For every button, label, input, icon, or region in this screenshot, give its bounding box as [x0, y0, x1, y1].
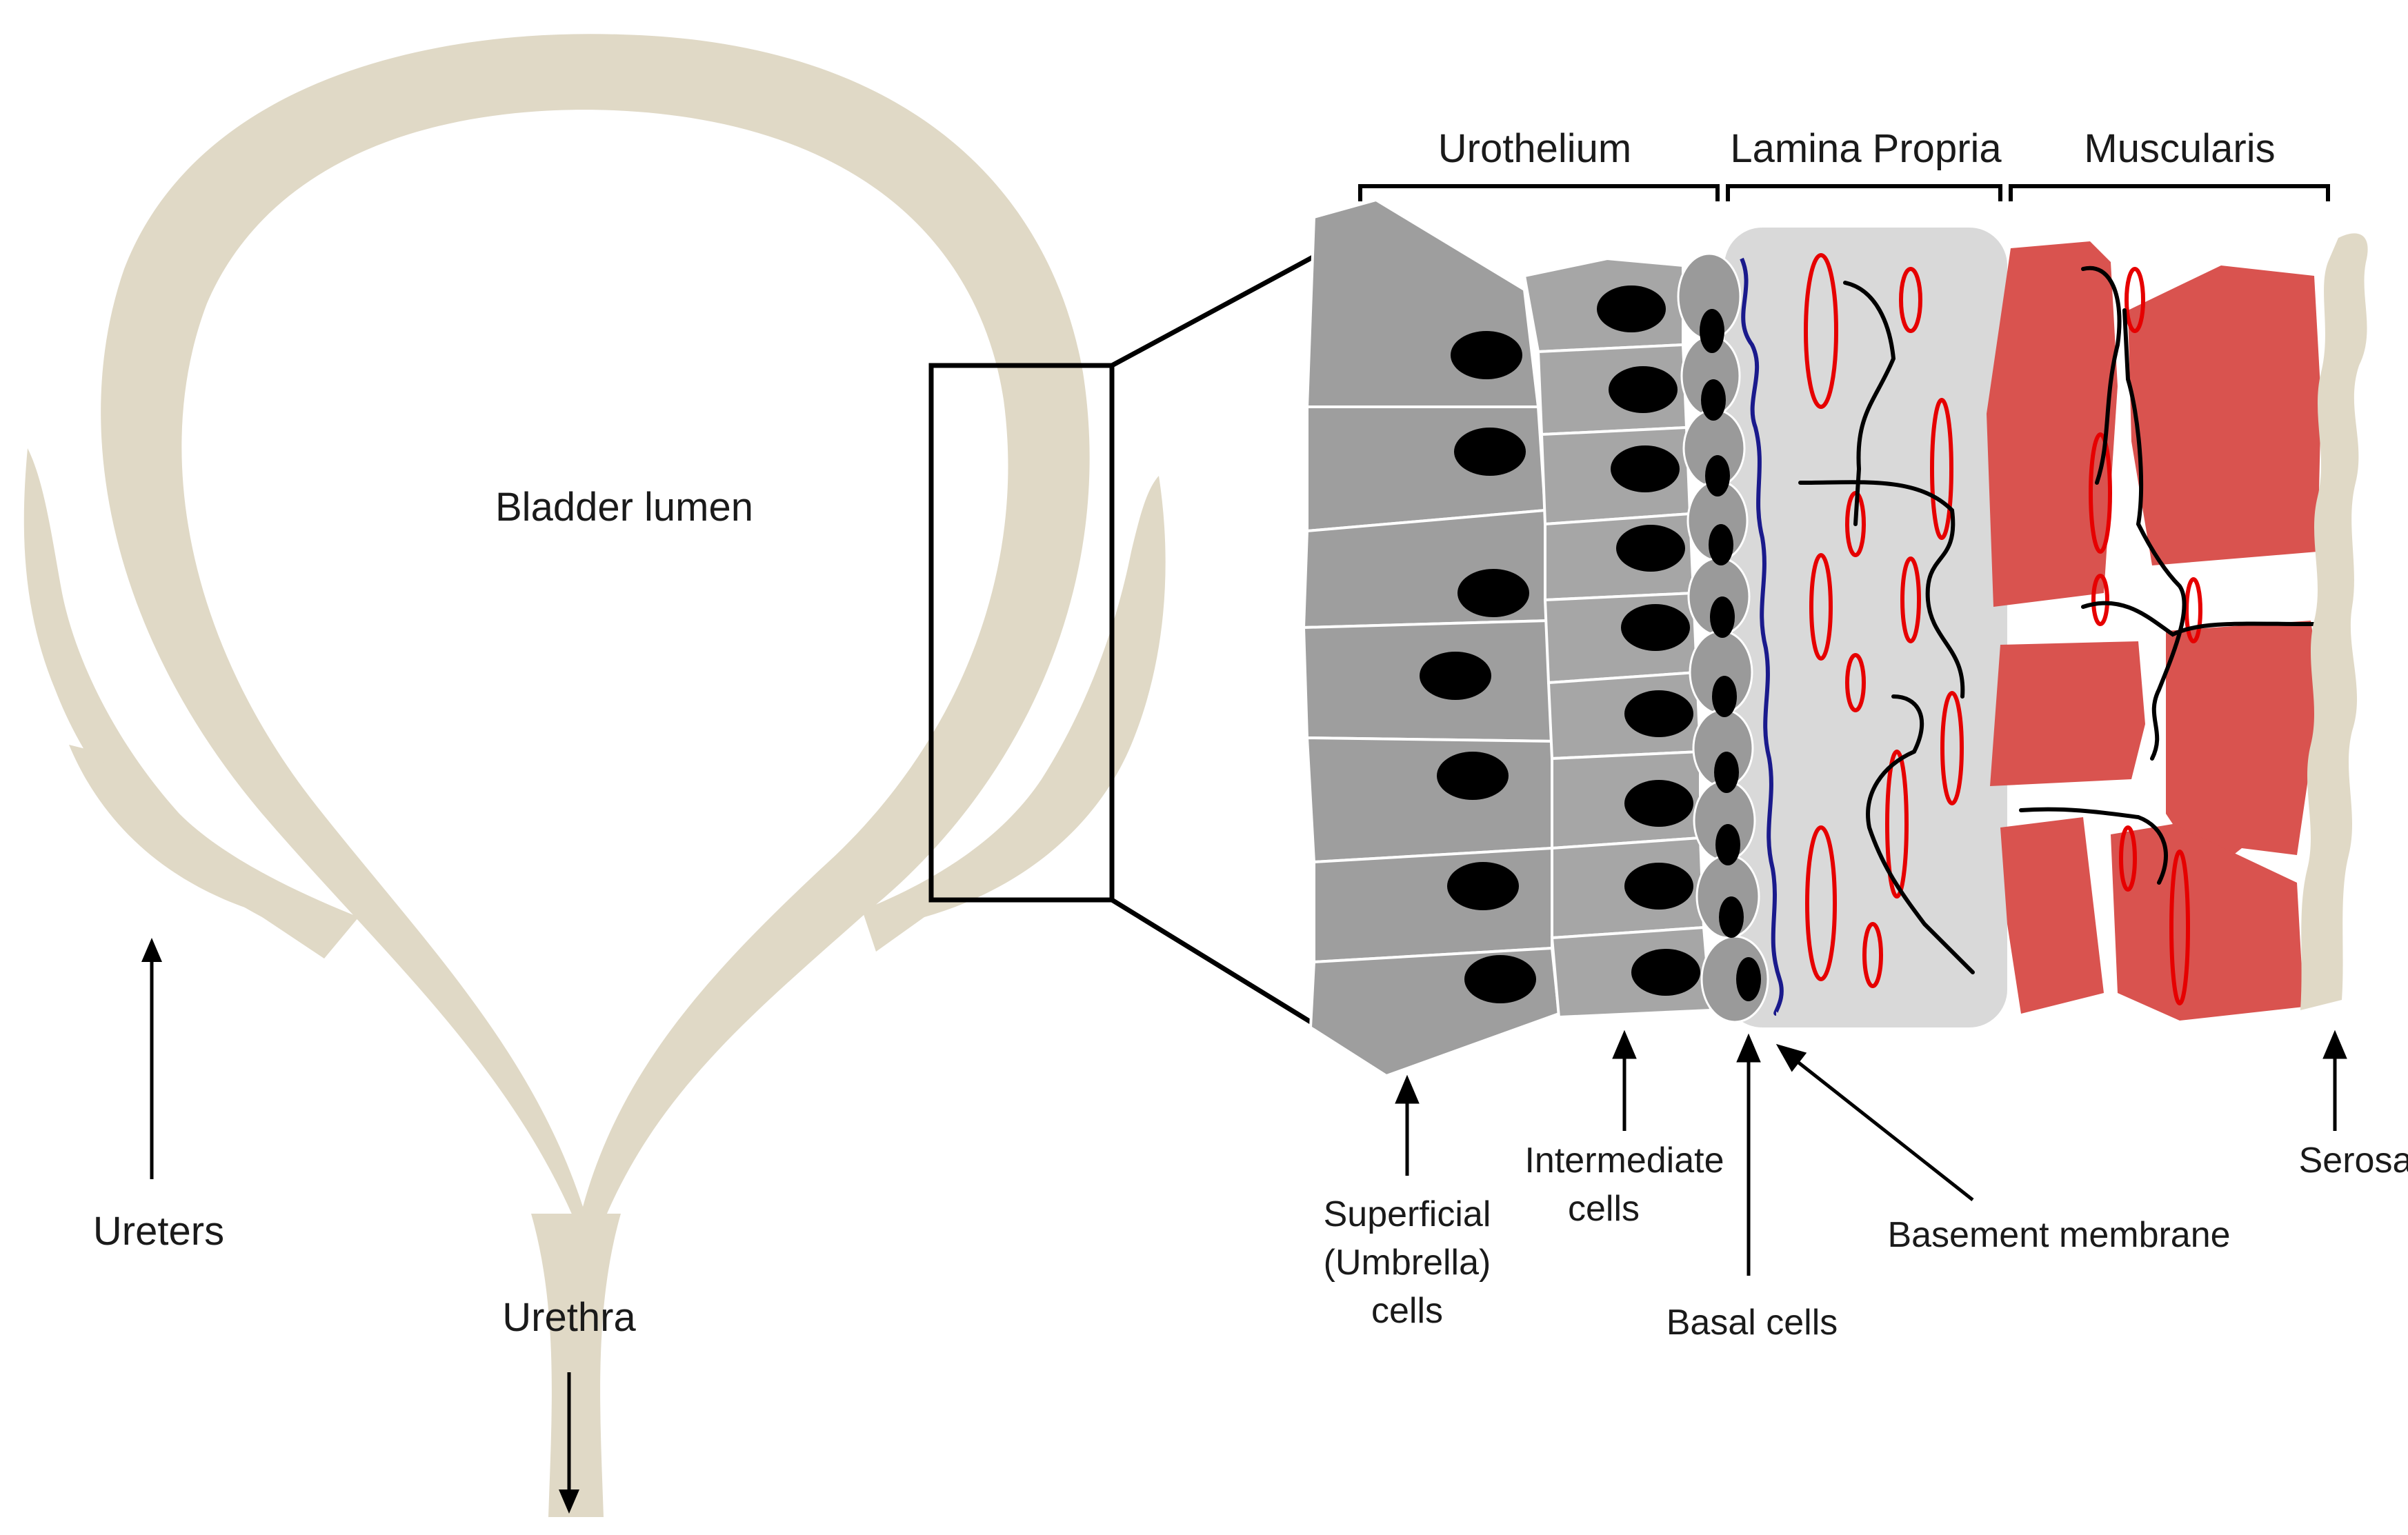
- superficial-cells-label-line2: (Umbrella): [1324, 1243, 1491, 1283]
- cell-nuclei: [1420, 285, 1761, 1003]
- zoom-box: [928, 363, 1115, 903]
- zoom-line-top: [1111, 254, 1315, 368]
- lamina-propria-label: Lamina Propria: [1730, 126, 2002, 171]
- urethra-label: Urethra: [502, 1295, 636, 1340]
- zoom-line-bottom: [1111, 898, 1315, 1026]
- urethra-arrow: [559, 1372, 579, 1514]
- intermediate-cells-label-line2: cells: [1568, 1189, 1640, 1229]
- ureters-label: Ureters: [93, 1209, 224, 1254]
- serosa-label: Serosa: [2299, 1141, 2408, 1181]
- urothelium-label: Urothelium: [1438, 126, 1631, 171]
- basement-membrane-label: Basement membrane: [1887, 1215, 2230, 1255]
- superficial-cells-label-line3: cells: [1371, 1291, 1443, 1331]
- bladder-lumen-label: Bladder lumen: [495, 485, 753, 530]
- wall-cross-section: Urothelium Lamina Propria Muscularis: [1302, 126, 2408, 1343]
- ureters-arrow: [141, 938, 162, 1179]
- ureter-right: [862, 476, 1166, 952]
- urethra-tube: [531, 1214, 621, 1517]
- lamina-propria-bracket: [1726, 184, 2002, 201]
- urothelium-bracket: [1358, 184, 1720, 201]
- superficial-cells-label-line1: Superficial: [1324, 1194, 1491, 1234]
- basement-membrane: [1740, 257, 1784, 1016]
- lamina-propria-region: [1724, 228, 2007, 1027]
- bladder-lumen-area: [181, 110, 1008, 1207]
- superficial-cells: [1302, 198, 1561, 1078]
- intermediate-cells-label-line1: Intermediate: [1524, 1141, 1724, 1181]
- blood-vessels: [1804, 253, 1964, 988]
- ureter-left-inner: [69, 745, 290, 917]
- bladder: Bladder lumen Ureters Urethra: [23, 34, 1315, 1517]
- muscularis-vessels: [2089, 267, 2202, 1005]
- muscularis-bracket: [2009, 184, 2330, 201]
- muscle-bundles: [1987, 241, 2321, 1021]
- basal-cells-label: Basal cells: [1666, 1303, 1838, 1343]
- serosa-layer: [2300, 233, 2368, 1010]
- muscularis-label: Muscularis: [2084, 126, 2275, 171]
- nerve-fibers: [1798, 265, 2316, 974]
- annotation-arrows: [1395, 1030, 2347, 1276]
